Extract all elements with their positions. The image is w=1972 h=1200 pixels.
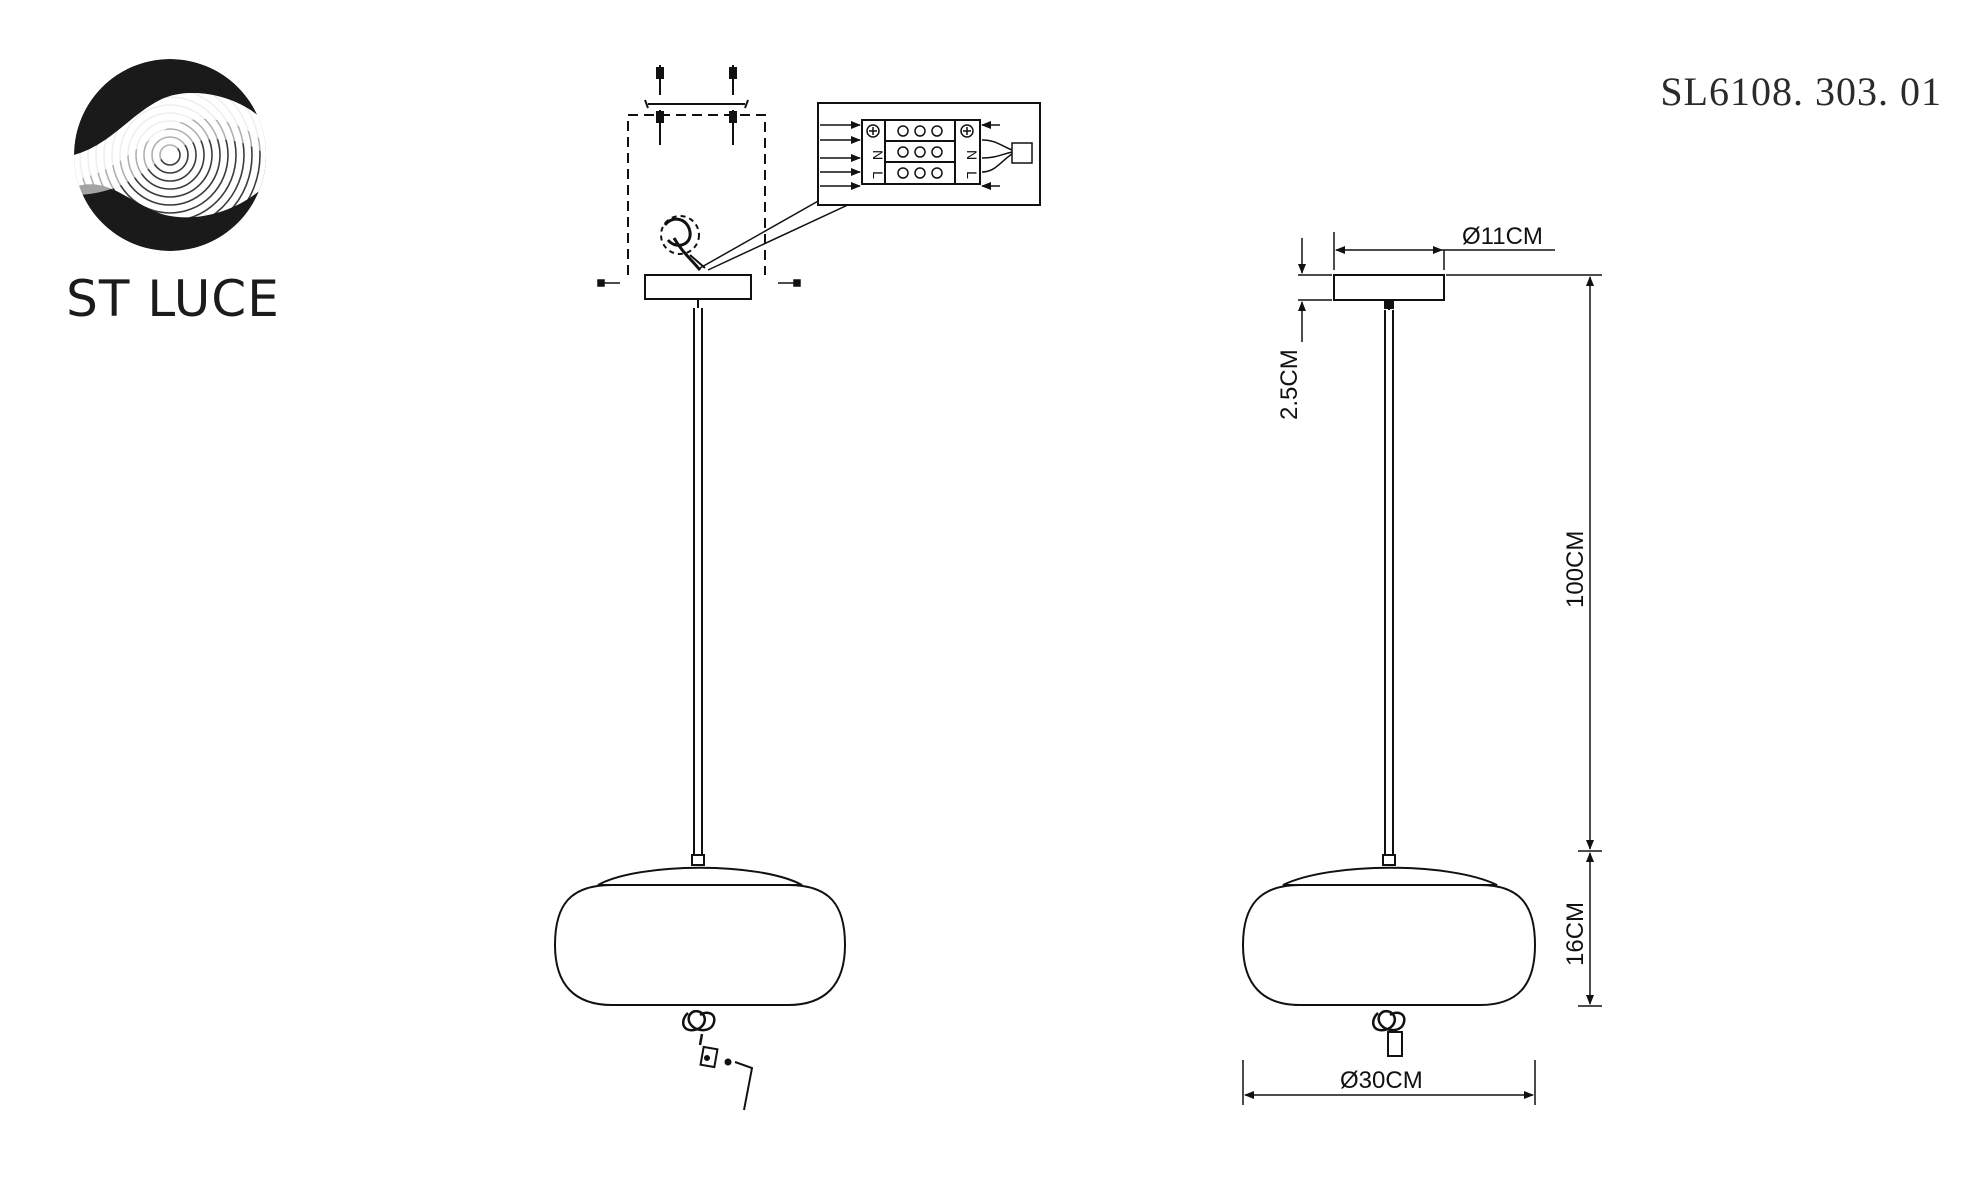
terminal-left-n: N bbox=[870, 150, 886, 160]
label-shade-height: 16CM bbox=[1562, 902, 1589, 966]
terminal-right-n: N bbox=[964, 150, 980, 160]
shade-diameter-dim bbox=[1242, 1060, 1536, 1105]
terminal-labels: N L N L bbox=[870, 150, 980, 179]
wiring-detail bbox=[817, 102, 1041, 206]
dim-shade bbox=[1282, 866, 1498, 886]
terminal-left-l: L bbox=[870, 171, 886, 179]
brand-name: ST LUCE bbox=[66, 270, 280, 328]
label-canopy-height: 2.5CM bbox=[1276, 349, 1303, 420]
installation-view bbox=[553, 65, 1041, 1111]
shade-height-dim bbox=[1578, 852, 1602, 1007]
side-screws-icon bbox=[597, 279, 801, 287]
model-number: SL6108. 303. 01 bbox=[1660, 69, 1942, 114]
knot-decoration-icon bbox=[681, 1009, 716, 1046]
mounting-frame bbox=[627, 114, 766, 275]
dim-canopy bbox=[1333, 274, 1445, 301]
lamp-shade bbox=[553, 866, 847, 1006]
canopy bbox=[644, 274, 752, 300]
brand-logo-mark bbox=[74, 59, 266, 251]
hex-key-icon bbox=[699, 1045, 754, 1111]
terminal-right-l: L bbox=[964, 171, 980, 179]
label-cable-length: 100CM bbox=[1562, 531, 1589, 608]
dimension-view bbox=[1241, 232, 1602, 1105]
canopy-diameter-dim bbox=[1333, 232, 1555, 270]
canopy-height-dim bbox=[1298, 238, 1332, 342]
label-canopy-diameter: Ø11CM bbox=[1462, 223, 1543, 250]
cable-length-dim bbox=[1446, 274, 1602, 852]
mounting-screws-icon bbox=[644, 65, 749, 145]
label-shade-diameter: Ø30CM bbox=[1340, 1067, 1423, 1094]
dimension-labels: Ø11CM 2.5CM 100CM 16CM Ø30CM bbox=[1276, 223, 1589, 1094]
ground-symbol-icon bbox=[866, 124, 974, 138]
dim-knot-icon bbox=[1371, 1009, 1406, 1057]
